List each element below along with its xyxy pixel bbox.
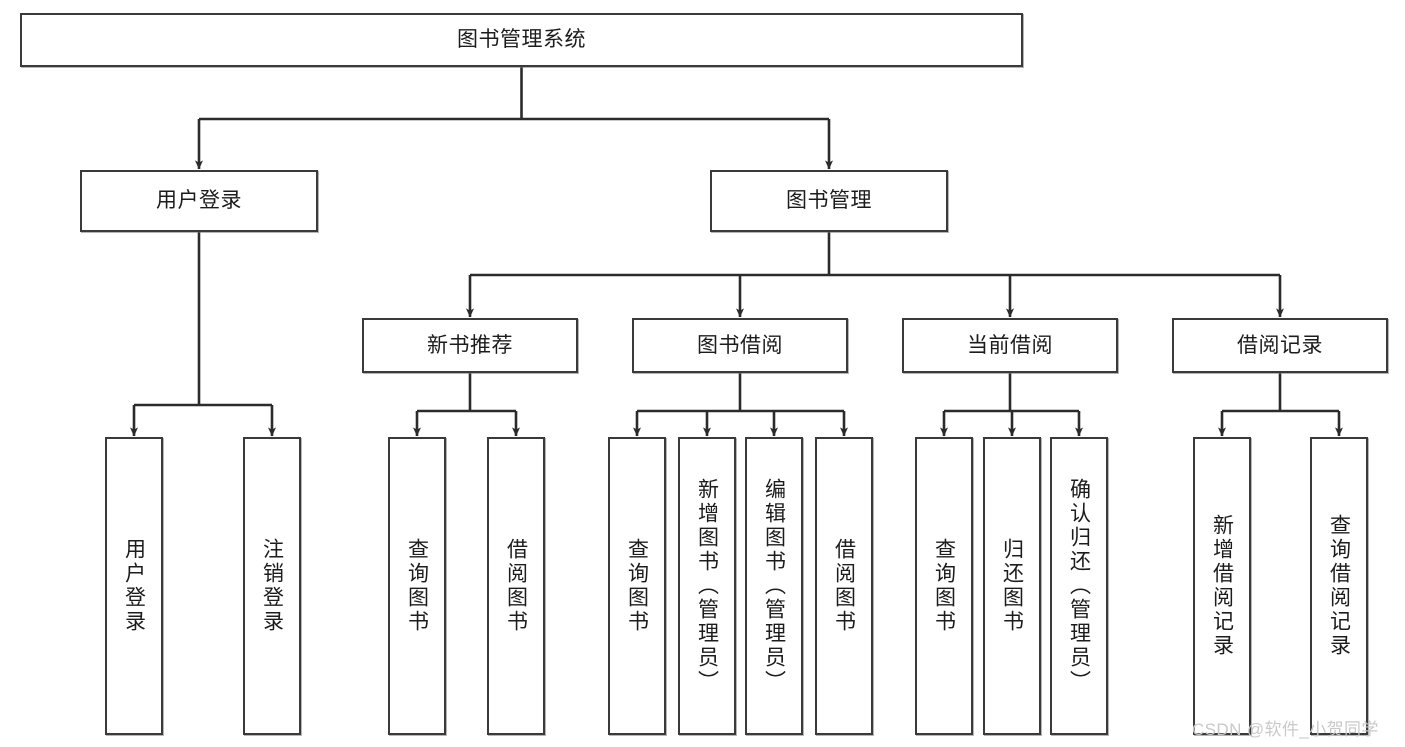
leaf-add-book-admin[interactable]: 新增图书（管理员） <box>678 437 736 735</box>
leaf-borrow-book[interactable]: 借阅图书 <box>815 437 873 735</box>
leaf-query-book-current[interactable]: 查询图书 <box>915 437 973 735</box>
leaf-borrow-book-recommend-label: 借阅图书 <box>504 538 528 634</box>
node-borrow-record-label: 借阅记录 <box>1237 333 1323 357</box>
leaf-logout-label: 注销登录 <box>260 538 284 634</box>
leaf-user-login-label: 用户登录 <box>122 538 146 634</box>
leaf-borrow-book-recommend[interactable]: 借阅图书 <box>487 437 545 735</box>
leaf-query-book-borrow[interactable]: 查询图书 <box>608 437 666 735</box>
leaf-confirm-return-admin-label: 确认归还（管理员） <box>1067 478 1091 694</box>
leaf-add-borrow-record-label: 新增借阅记录 <box>1210 514 1234 658</box>
node-book-management-label: 图书管理 <box>786 189 872 213</box>
leaf-confirm-return-admin[interactable]: 确认归还（管理员） <box>1050 437 1108 735</box>
leaf-logout[interactable]: 注销登录 <box>243 437 301 735</box>
node-root[interactable]: 图书管理系统 <box>20 13 1023 67</box>
leaf-query-book-borrow-label: 查询图书 <box>625 538 649 634</box>
node-book-borrow-label: 图书借阅 <box>697 333 783 357</box>
leaf-edit-book-admin[interactable]: 编辑图书（管理员） <box>745 437 803 735</box>
node-root-label: 图书管理系统 <box>457 28 586 52</box>
leaf-query-book-current-label: 查询图书 <box>932 538 956 634</box>
leaf-add-book-admin-label: 新增图书（管理员） <box>695 478 719 694</box>
node-current-borrow[interactable]: 当前借阅 <box>902 318 1118 373</box>
leaf-query-borrow-record-label: 查询借阅记录 <box>1327 514 1351 658</box>
leaf-query-book-recommend-label: 查询图书 <box>405 538 429 634</box>
node-book-management[interactable]: 图书管理 <box>710 170 948 232</box>
node-current-borrow-label: 当前借阅 <box>967 333 1053 357</box>
leaf-query-book-recommend[interactable]: 查询图书 <box>388 437 446 735</box>
leaf-query-borrow-record[interactable]: 查询借阅记录 <box>1310 437 1368 735</box>
leaf-add-borrow-record[interactable]: 新增借阅记录 <box>1193 437 1251 735</box>
leaf-borrow-book-label: 借阅图书 <box>832 538 856 634</box>
node-book-borrow[interactable]: 图书借阅 <box>632 318 848 373</box>
node-new-book-recommend-label: 新书推荐 <box>427 333 513 357</box>
leaf-edit-book-admin-label: 编辑图书（管理员） <box>762 478 786 694</box>
connector-layer <box>130 67 1343 437</box>
leaf-return-book[interactable]: 归还图书 <box>983 437 1041 735</box>
node-user-login-label: 用户登录 <box>156 189 242 213</box>
leaf-user-login[interactable]: 用户登录 <box>105 437 163 735</box>
node-new-book-recommend[interactable]: 新书推荐 <box>362 318 578 373</box>
node-borrow-record[interactable]: 借阅记录 <box>1172 318 1388 373</box>
leaf-return-book-label: 归还图书 <box>1000 538 1024 634</box>
node-user-login[interactable]: 用户登录 <box>80 170 318 232</box>
